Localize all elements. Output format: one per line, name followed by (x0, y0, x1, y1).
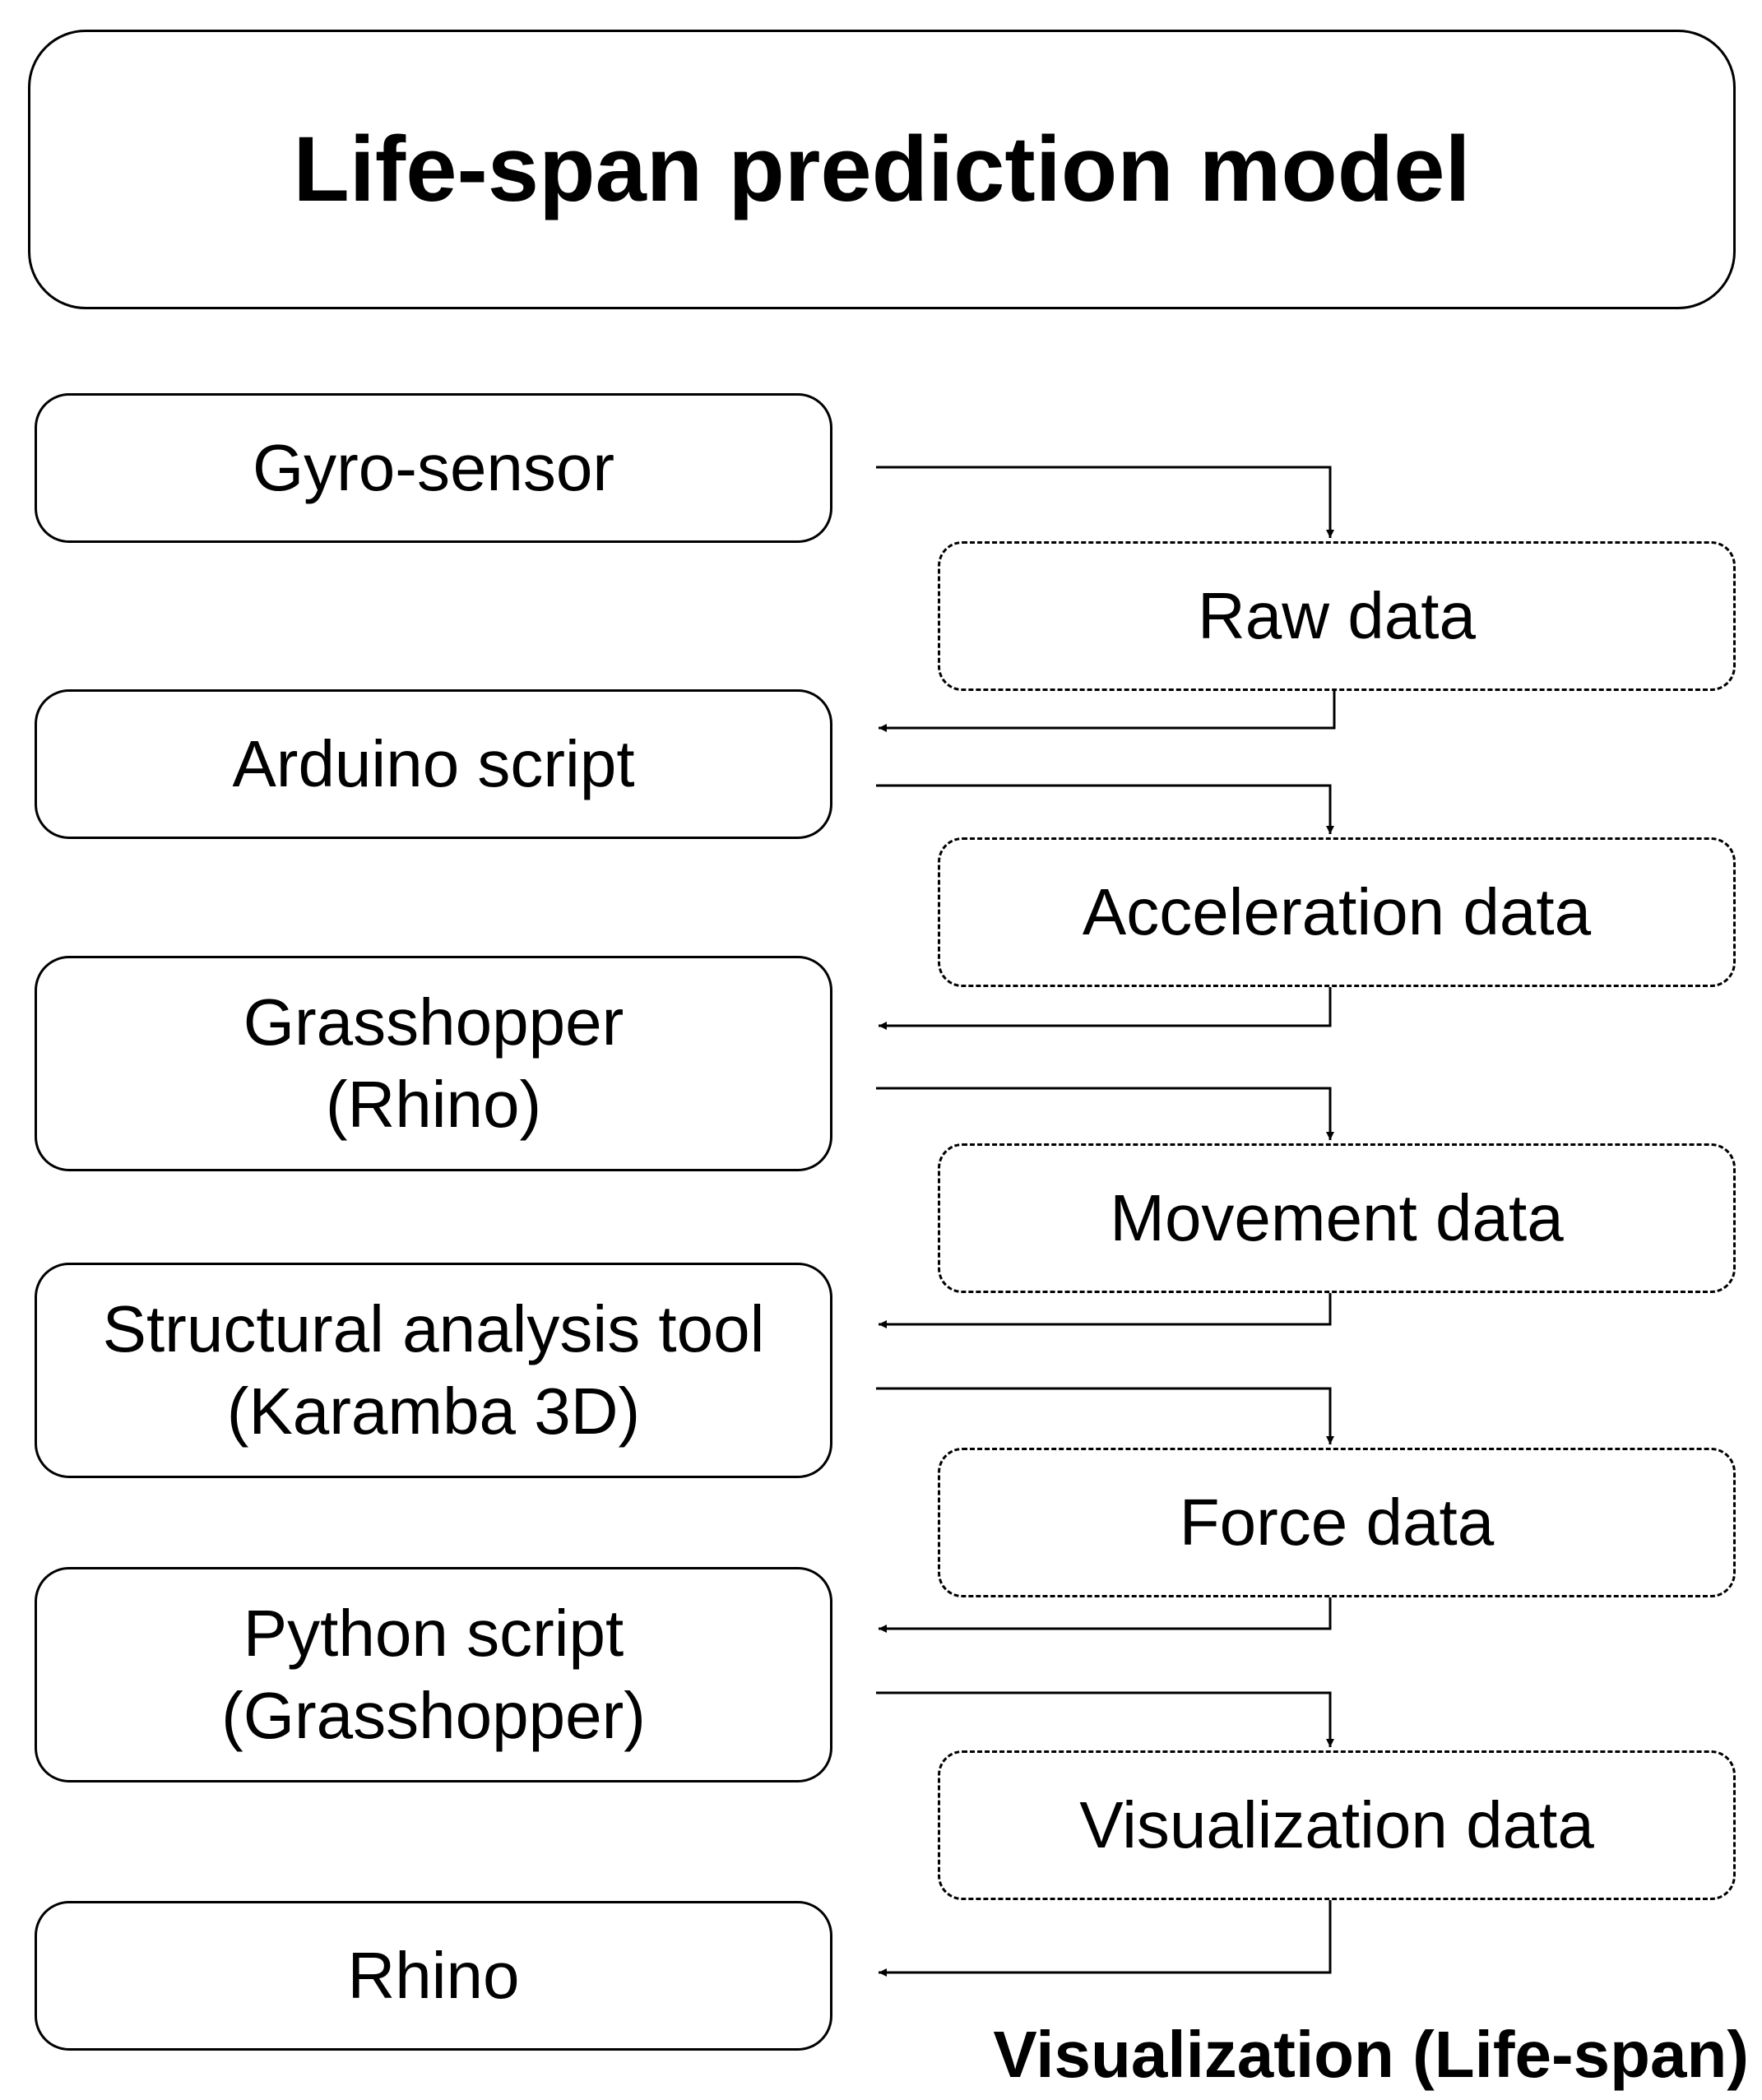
arrow-movement-to-structural (879, 1293, 1332, 1328)
arrow-raw-to-arduino (879, 691, 1336, 732)
process-rhino: Rhino (35, 1901, 832, 2051)
process-arduino-script: Arduino script (35, 689, 832, 839)
data-force: Force data (938, 1448, 1736, 1597)
process-label: Rhino (347, 1939, 520, 2012)
data-raw: Raw data (938, 541, 1736, 691)
data-acceleration: Acceleration data (938, 837, 1736, 987)
arrow-python-to-visualization (876, 1691, 1334, 1747)
process-label: Grasshopper (243, 985, 624, 1059)
footer-caption: Visualization (Life-span) (993, 2018, 1749, 2091)
title-box: Life-span prediction model (28, 30, 1736, 309)
process-label: Structural analysis tool (102, 1292, 765, 1365)
process-sublabel: (Rhino) (325, 1068, 542, 1141)
diagram-title: Life-span prediction model (293, 118, 1471, 220)
data-label: Acceleration data (1082, 875, 1592, 948)
data-label: Movement data (1110, 1181, 1564, 1254)
data-label: Force data (1179, 1486, 1495, 1559)
arrow-arduino-to-acceleration (876, 784, 1334, 834)
process-label: Gyro-sensor (252, 431, 615, 504)
process-structural-analysis-tool: Structural analysis tool (Karamba 3D) (35, 1263, 832, 1478)
data-visualization: Visualization data (938, 1750, 1736, 1900)
arrow-gyro-to-raw (876, 466, 1334, 538)
process-gyro-sensor: Gyro-sensor (35, 393, 832, 543)
process-label: Python script (243, 1597, 624, 1670)
process-grasshopper: Grasshopper (Rhino) (35, 956, 832, 1171)
arrow-visualization-to-rhino (879, 1900, 1332, 1977)
arrow-grasshopper-to-movement (876, 1087, 1334, 1140)
arrow-force-to-python (879, 1597, 1332, 1633)
arrow-acceleration-to-grasshopper (879, 987, 1332, 1030)
process-label: Arduino script (232, 727, 635, 800)
arrow-structural-to-force (876, 1387, 1334, 1444)
process-python-script: Python script (Grasshopper) (35, 1567, 832, 1782)
process-sublabel: (Karamba 3D) (226, 1375, 641, 1448)
data-label: Raw data (1198, 579, 1476, 652)
process-sublabel: (Grasshopper) (221, 1679, 646, 1752)
data-label: Visualization data (1079, 1788, 1594, 1861)
data-movement: Movement data (938, 1143, 1736, 1293)
